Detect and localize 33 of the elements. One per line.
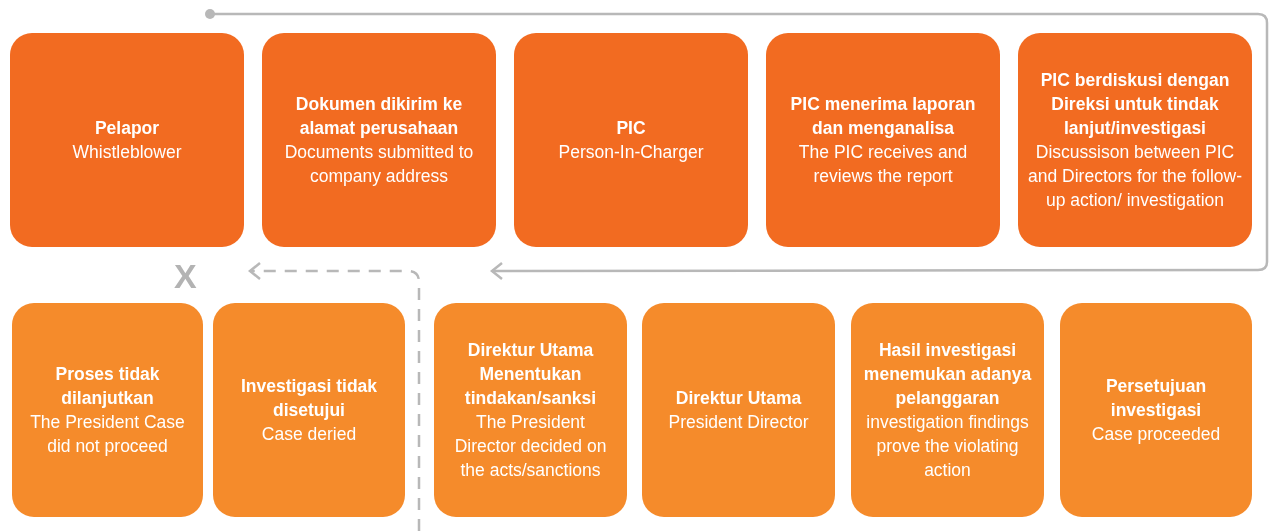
process-box (12, 303, 203, 517)
step-description: The President Case did not proceed (29, 411, 186, 458)
step-heading: Direktur Utama (675, 387, 802, 410)
step-heading: Pelapor (94, 117, 160, 140)
process-box (766, 33, 1000, 247)
process-box (1060, 303, 1252, 517)
process-box (434, 303, 627, 517)
x-mark: X (174, 258, 197, 294)
step-heading: Dokumen dikirim ke alamat perusahaan (294, 93, 464, 140)
process-box (10, 33, 244, 247)
step-description: Case deried (261, 423, 357, 446)
step-description: Documents submitted to company address (283, 141, 475, 188)
process-box (642, 303, 835, 517)
step-heading: Direktur Utama Menentukan tindakan/sanksi (463, 339, 598, 410)
step-heading: Persetujuan investigasi (1104, 375, 1208, 422)
step-description: Whistleblower (72, 141, 182, 164)
step-description: President Director (668, 411, 809, 434)
step-heading: PIC (616, 117, 646, 140)
process-box (262, 33, 496, 247)
step-heading: PIC berdiskusi dengan Direksi untuk tindak lanjut/investigasi (1039, 69, 1231, 140)
process-box (213, 303, 405, 517)
step-heading: PIC menerima laporan dan menganalisa (789, 93, 977, 140)
process-box (514, 33, 748, 247)
step-heading: Proses tidak dilanjutkan (54, 363, 161, 410)
step-description: Case proceeded (1091, 423, 1221, 446)
process-box (1018, 33, 1252, 247)
step-description: The PIC receives and reviews the report (797, 141, 969, 188)
process-box (851, 303, 1044, 517)
step-description: Person-In-Charger (558, 141, 704, 164)
step-description: Discussison between PIC and Directors for the follow-up action/ investigation (1028, 141, 1242, 212)
step-heading: Investigasi tidak disetujui (239, 375, 379, 422)
step-description: investigation findings prove the violating action (865, 411, 1030, 482)
step-description: The President Director decided on the acts/sanctions (453, 411, 608, 482)
